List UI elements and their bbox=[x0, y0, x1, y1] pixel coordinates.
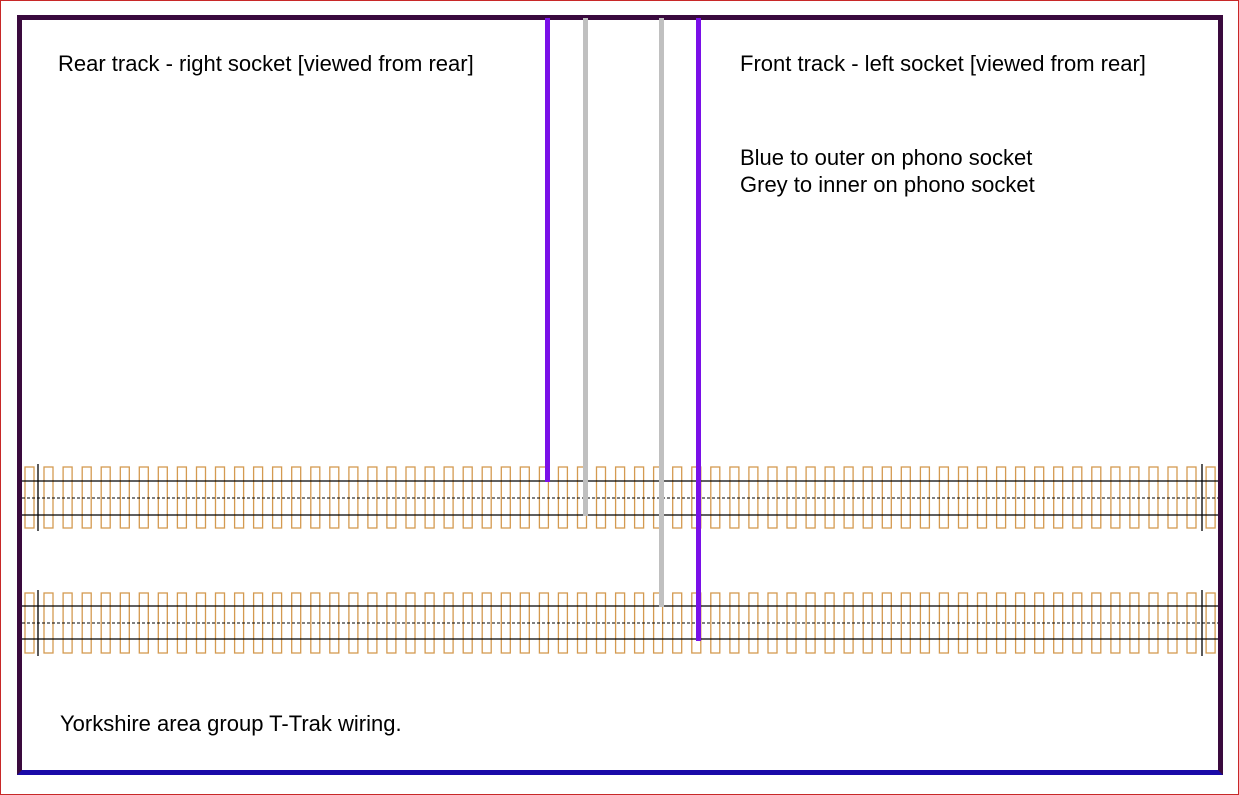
sleeper bbox=[900, 466, 911, 529]
sleeper bbox=[386, 592, 397, 654]
sleeper bbox=[100, 466, 111, 529]
diagram-panel bbox=[17, 15, 1223, 775]
sleeper bbox=[595, 592, 607, 654]
sleeper bbox=[500, 592, 511, 654]
sleeper bbox=[1091, 466, 1102, 529]
sleeper bbox=[195, 592, 207, 654]
sleeper bbox=[195, 466, 207, 529]
sleeper bbox=[805, 592, 816, 654]
sleeper bbox=[291, 592, 302, 654]
grey-wire-note: Grey to inner on phono socket bbox=[740, 172, 1035, 197]
rear-grey-wire bbox=[583, 18, 588, 516]
blue-wire-note: Blue to outer on phono socket bbox=[740, 145, 1033, 170]
sleeper bbox=[995, 592, 1007, 654]
sleeper bbox=[1205, 466, 1216, 529]
sleeper bbox=[500, 466, 511, 529]
front-blue-wire bbox=[696, 18, 701, 641]
sleeper bbox=[1205, 592, 1216, 654]
sleeper bbox=[100, 592, 111, 654]
sleeper bbox=[386, 466, 397, 529]
rear-blue-wire bbox=[545, 18, 550, 482]
sleeper bbox=[291, 466, 302, 529]
sleeper bbox=[900, 592, 911, 654]
sleeper bbox=[805, 466, 816, 529]
front-track-label: Front track - left socket [viewed from r… bbox=[740, 51, 1146, 76]
front-grey-wire bbox=[659, 18, 664, 607]
rear-track-label: Rear track - right socket [viewed from r… bbox=[58, 51, 474, 76]
sleeper bbox=[1091, 592, 1102, 654]
sleeper bbox=[995, 466, 1007, 529]
diagram-caption: Yorkshire area group T-Trak wiring. bbox=[60, 711, 402, 736]
sleeper bbox=[595, 466, 607, 529]
